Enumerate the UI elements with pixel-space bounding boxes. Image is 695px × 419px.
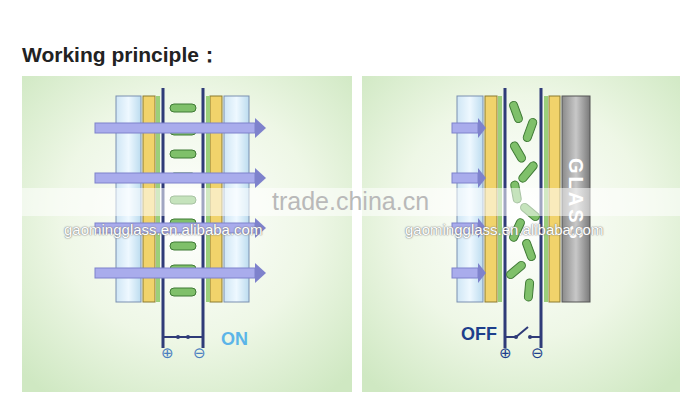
panel (22, 76, 352, 392)
panel (362, 76, 680, 392)
liquid-crystal (509, 140, 527, 163)
liquid-crystal (505, 260, 527, 280)
liquid-crystal (170, 242, 196, 250)
liquid-crystal (508, 100, 523, 123)
watermark: trade.china.cn (272, 189, 429, 214)
switch-state: OFF (461, 325, 497, 343)
liquid-crystal (170, 150, 196, 158)
off-device (452, 88, 590, 348)
terminal-symbol: ⊖ (193, 345, 206, 360)
switch-state: ON (221, 330, 248, 348)
watermark-band (0, 188, 695, 216)
terminal-symbol: ⊕ (161, 345, 174, 360)
liquid-crystal (521, 238, 536, 261)
on-device (95, 88, 266, 348)
watermark: gaomingglass.en.alibaba.com (405, 222, 603, 237)
title: Working principle： (22, 44, 220, 65)
terminal-symbol: ⊕ (499, 345, 512, 360)
terminal-symbol: ⊖ (531, 345, 544, 360)
liquid-crystal (517, 160, 539, 184)
liquid-crystal (522, 117, 538, 142)
watermark: gaomingglass.en.alibaba.com (64, 222, 262, 237)
liquid-crystal (524, 279, 534, 302)
liquid-crystal (170, 104, 196, 112)
liquid-crystal (170, 288, 196, 296)
